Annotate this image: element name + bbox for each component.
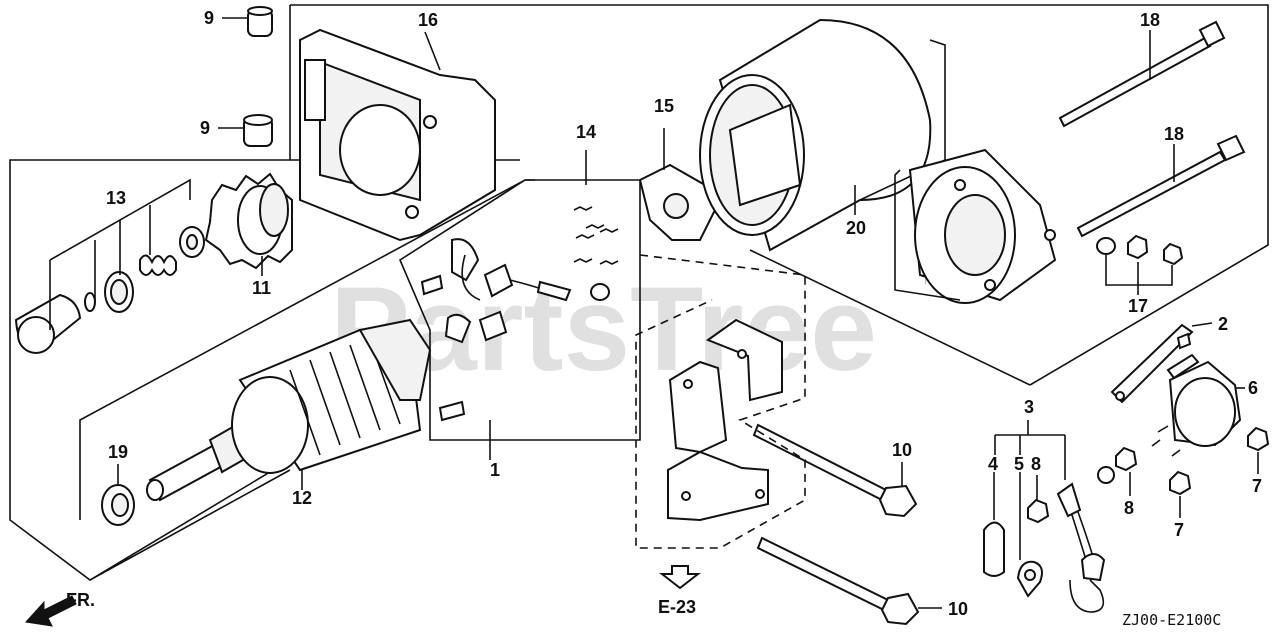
callout-18-upper: 18 — [1140, 10, 1160, 30]
bushing-part-9-lower[interactable] — [243, 114, 273, 147]
front-bracket-part-16[interactable] — [299, 28, 496, 242]
thrust-washer[interactable] — [179, 226, 205, 258]
leader-17 — [1105, 255, 1173, 295]
callout-5: 5 — [1014, 454, 1024, 474]
callout-12: 12 — [292, 488, 312, 508]
callout-6: 6 — [1248, 378, 1258, 398]
rear-cover[interactable] — [908, 148, 1057, 304]
callout-9-lower: 9 — [200, 118, 210, 138]
pinion-gear-part-11[interactable] — [204, 172, 293, 270]
callout-15: 15 — [654, 96, 674, 116]
nut-part-7-center[interactable] — [1169, 470, 1192, 496]
callout-8-right: 8 — [1124, 498, 1134, 518]
starter-cable[interactable] — [1056, 482, 1106, 613]
case-guide — [859, 39, 946, 201]
callout-3: 3 — [1024, 397, 1034, 417]
callout-16: 16 — [418, 10, 438, 30]
diagram-code: ZJ00-E2100C — [1122, 611, 1221, 629]
leader-13 — [49, 178, 191, 330]
callout-13: 13 — [106, 188, 126, 208]
bracket-dashed-outline — [635, 254, 806, 549]
callout-17: 17 — [1128, 296, 1148, 316]
callout-4: 4 — [988, 454, 998, 474]
nut-washer-set-part-17[interactable] — [1096, 234, 1184, 266]
solenoid-part-6[interactable] — [1151, 353, 1242, 457]
callout-14: 14 — [576, 122, 596, 142]
pinion-stop-cap[interactable] — [14, 293, 82, 354]
callout-20: 20 — [846, 218, 866, 238]
leader-2 — [1191, 322, 1213, 327]
thrust-washer-part-19[interactable] — [101, 484, 135, 526]
nut-part-8-left[interactable] — [1027, 498, 1050, 524]
return-spring[interactable] — [139, 254, 177, 276]
callout-1: 1 — [490, 460, 500, 480]
mounting-bolt-part-10-upper[interactable] — [752, 423, 918, 518]
callout-18-lower: 18 — [1164, 124, 1184, 144]
bushing-part-9-upper[interactable] — [247, 6, 273, 37]
leader-16 — [424, 31, 441, 71]
assembly-outline — [9, 4, 1269, 581]
reference-arrow-down-icon — [659, 565, 701, 590]
armature-part-12[interactable] — [146, 318, 432, 502]
mounting-bracket — [667, 318, 783, 522]
callout-10-lower: 10 — [948, 599, 968, 619]
leader-3 — [994, 420, 1066, 480]
callout-7-center: 7 — [1174, 520, 1184, 540]
mounting-bolt-part-10-lower[interactable] — [756, 536, 920, 626]
nut-part-8-right[interactable] — [1097, 446, 1138, 484]
callout-19: 19 — [108, 442, 128, 462]
through-bolt-part-18-lower[interactable] — [1076, 134, 1246, 238]
stop-collar-part-13[interactable] — [84, 271, 134, 313]
callout-10-upper: 10 — [892, 440, 912, 460]
callout-9-upper: 9 — [204, 8, 214, 28]
callout-2: 2 — [1218, 314, 1228, 334]
callout-7-right: 7 — [1252, 476, 1262, 496]
ground-terminal-part-5[interactable] — [1016, 560, 1043, 598]
brush-plate-part-15[interactable] — [638, 163, 717, 241]
through-bolt-part-18-upper[interactable] — [1058, 20, 1226, 128]
assembly-guide-line-right — [749, 249, 1031, 386]
reference-label-e23: E-23 — [658, 597, 696, 617]
nut-part-7-right[interactable] — [1247, 426, 1270, 452]
front-direction-arrow-icon — [25, 595, 77, 627]
brush-holder-part-14[interactable] — [420, 206, 619, 422]
terminal-cover-part-4[interactable] — [983, 521, 1005, 577]
callout-11: 11 — [252, 278, 271, 298]
cover-guide — [894, 169, 961, 301]
terminal-plate-part-2[interactable] — [1110, 323, 1194, 404]
callout-8-left: 8 — [1031, 454, 1041, 474]
front-direction-label: FR. — [66, 590, 95, 610]
